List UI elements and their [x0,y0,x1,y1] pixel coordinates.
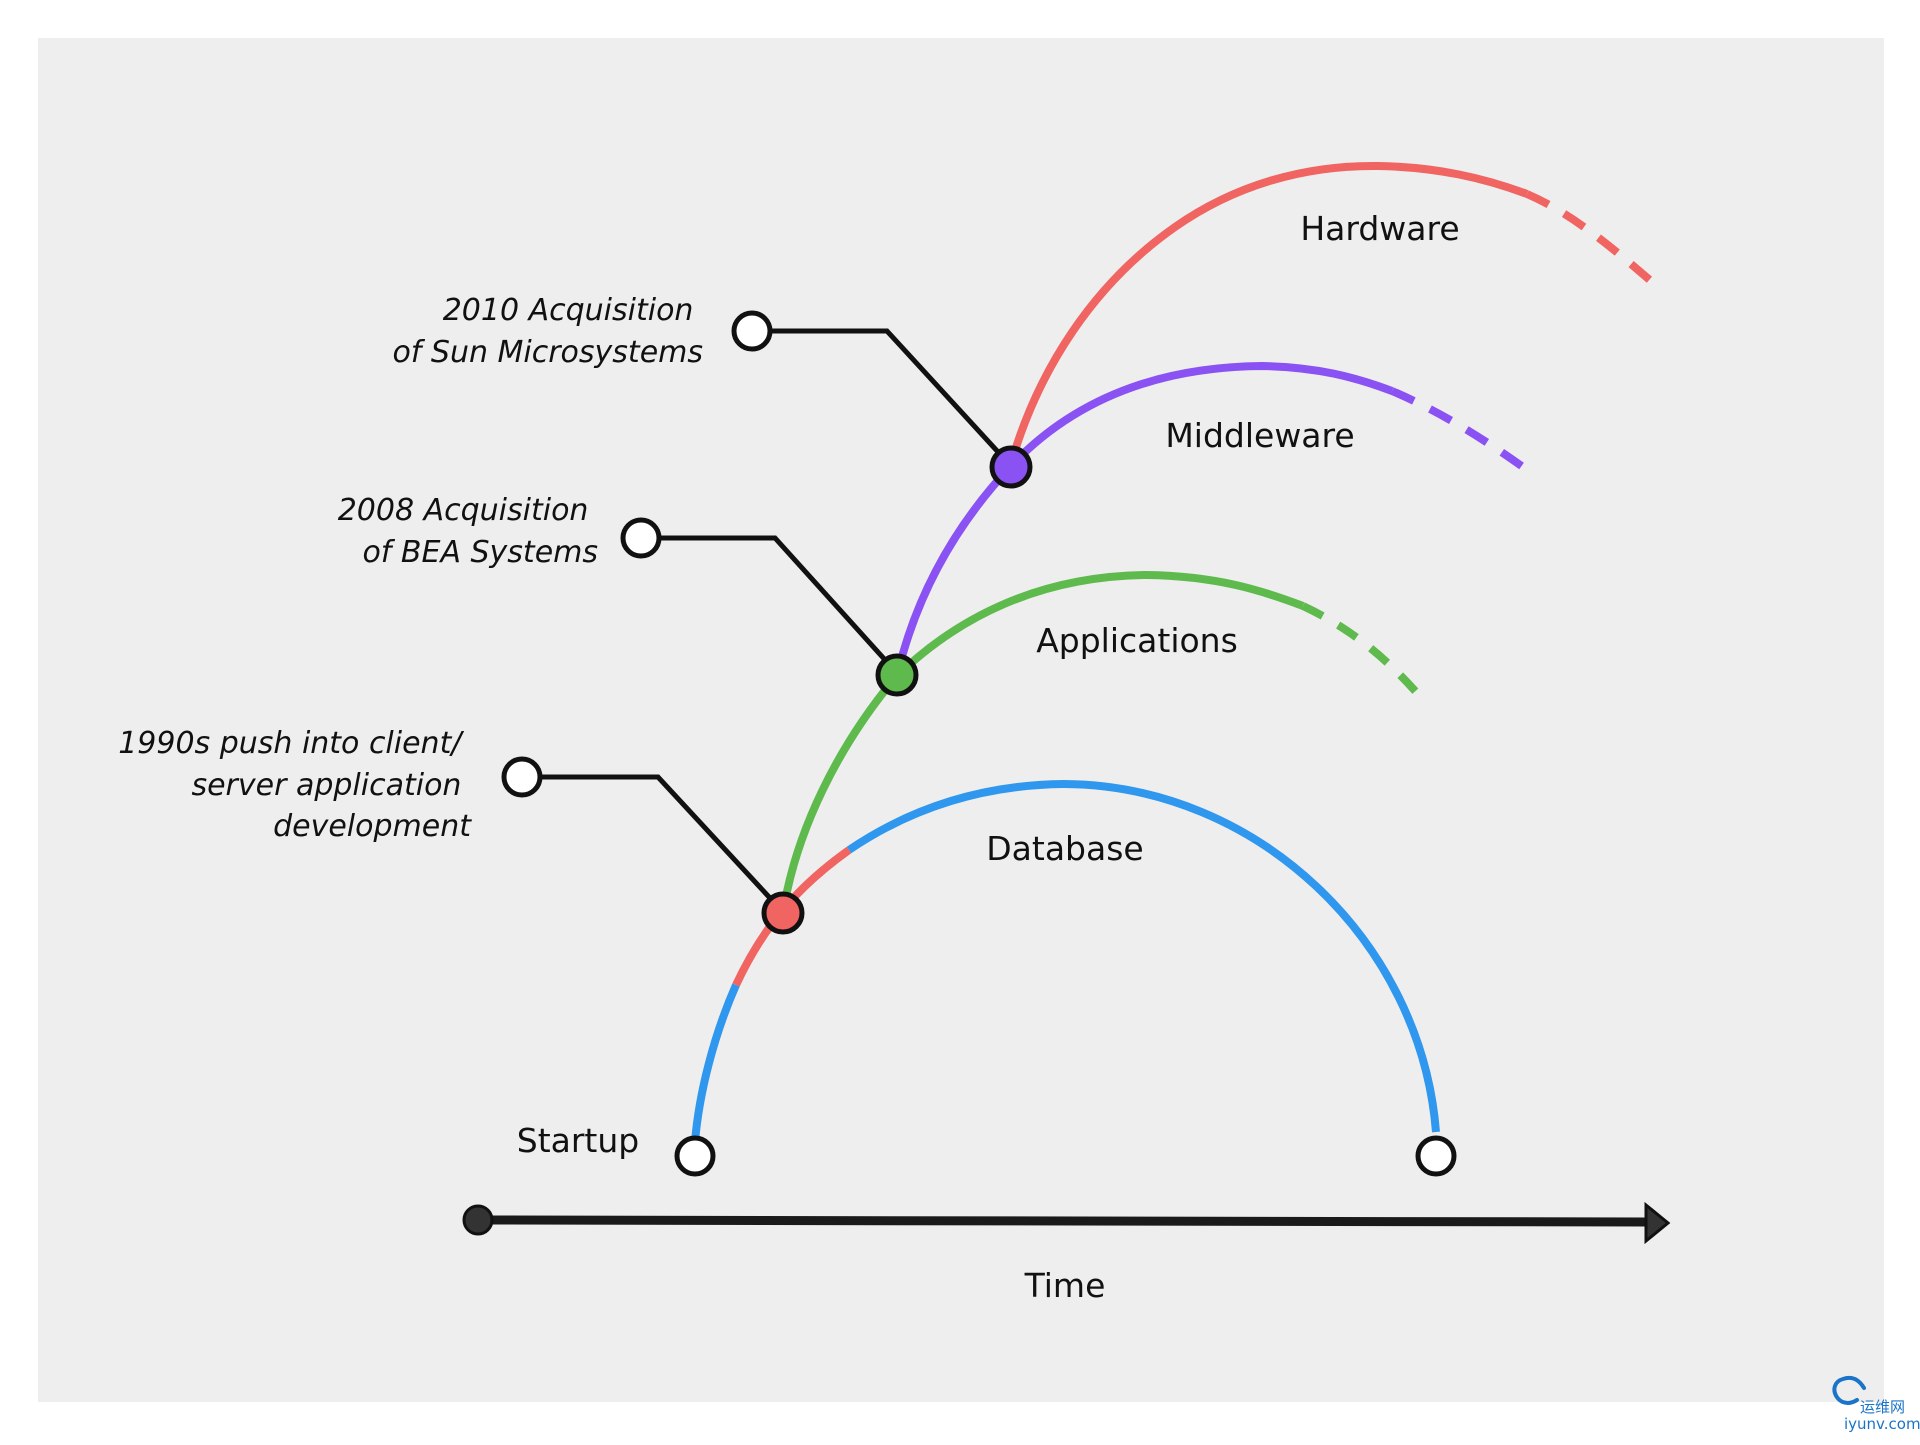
leader-line-2008 [641,535,898,674]
applications-label: Applications [1036,621,1238,660]
time-axis [462,1201,1671,1245]
time-axis-arrowhead [1644,1201,1671,1245]
database-curve-segment-start [691,983,740,1143]
milestone-label-2008-line-1: 2008 Acquisition [338,493,589,528]
hardware-curve [1006,161,1654,469]
time-axis-line [477,1215,1649,1227]
middleware-curve-dashed [1390,387,1526,471]
milestone-label-1990s: 1990s push into client/ server applicati… [118,726,472,844]
milestone-label-2008: 2008 Acquisition of BEA Systems [338,493,598,570]
milestone-anchor-2008 [620,517,662,559]
milestone-label-2010-line-2: of Sun Microsystems [392,335,703,370]
database-label: Database [986,829,1143,868]
middleware-curve [894,361,1526,673]
applications-curve-dashed [1301,602,1420,696]
milestone-label-2010-line-1: 2010 Acquisition [443,293,694,328]
hardware-label: Hardware [1300,209,1459,248]
milestone-dot-2010 [989,445,1033,489]
milestone-label-1990s-line-2: server application [191,768,461,803]
milestone-anchor-2010 [731,310,773,352]
leader-line-1990s [522,774,784,913]
milestone-label-2010: 2010 Acquisition of Sun Microsystems [392,293,703,370]
watermark: 运维网 iyunv.com [1832,1376,1920,1433]
milestone-label-1990s-line-1: 1990s push into client/ [118,726,464,761]
database-curve-segment-main [846,779,1440,1133]
time-axis-origin-dot [462,1204,494,1236]
milestone-label-2008-line-2: of BEA Systems [362,535,598,570]
hardware-curve-solid [1006,161,1529,469]
applications-curve [779,570,1420,914]
time-axis-label: Time [1024,1266,1106,1305]
leader-line-2010 [752,328,1012,467]
milestone-label-1990s-line-3: development [273,809,472,844]
milestone-anchor-1990s [501,756,543,798]
database-end-point [1415,1135,1457,1177]
middleware-curve-solid [894,361,1394,673]
middleware-label: Middleware [1165,416,1354,455]
watermark-swirl-icon [1832,1376,1866,1405]
applications-curve-solid [779,570,1305,914]
watermark-cn-text: 运维网 [1860,1398,1905,1416]
milestone-dot-2008 [875,653,919,697]
hardware-curve-dashed [1525,190,1654,285]
background-panel [38,38,1884,1402]
milestone-dot-1990s [761,891,805,935]
startup-label: Startup [517,1121,639,1160]
watermark-url-text: iyunv.com [1844,1415,1920,1433]
database-start-point [674,1135,716,1177]
leader-lines [522,328,1012,913]
